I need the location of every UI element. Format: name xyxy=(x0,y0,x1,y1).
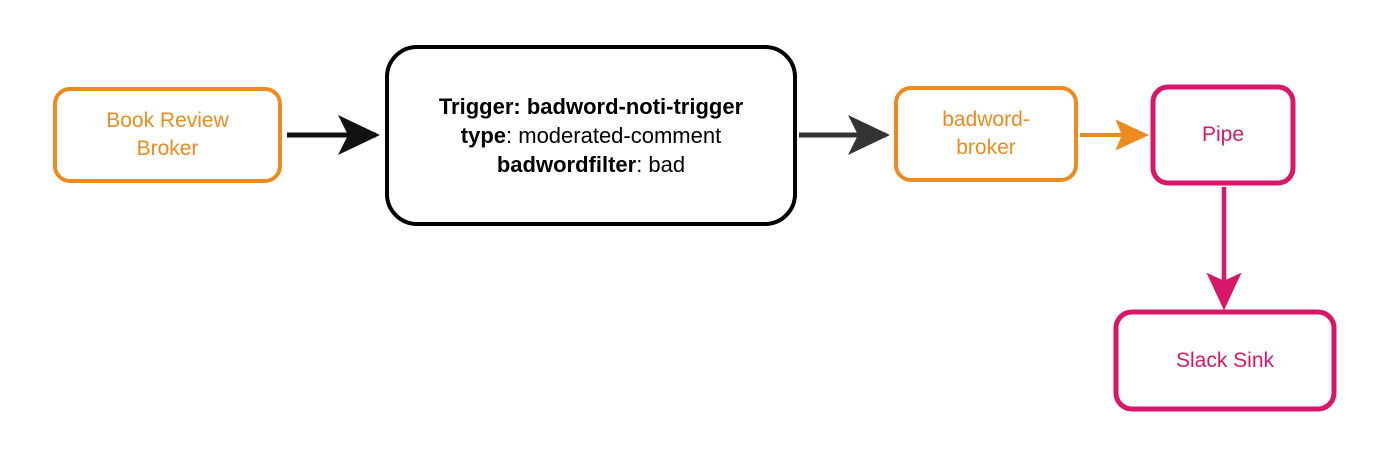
node-slack-sink[interactable] xyxy=(1113,309,1337,412)
node-trigger[interactable] xyxy=(385,45,797,226)
node-badword-broker[interactable] xyxy=(894,86,1078,182)
node-pipe[interactable] xyxy=(1150,84,1296,186)
node-book-review-broker[interactable] xyxy=(53,87,282,183)
